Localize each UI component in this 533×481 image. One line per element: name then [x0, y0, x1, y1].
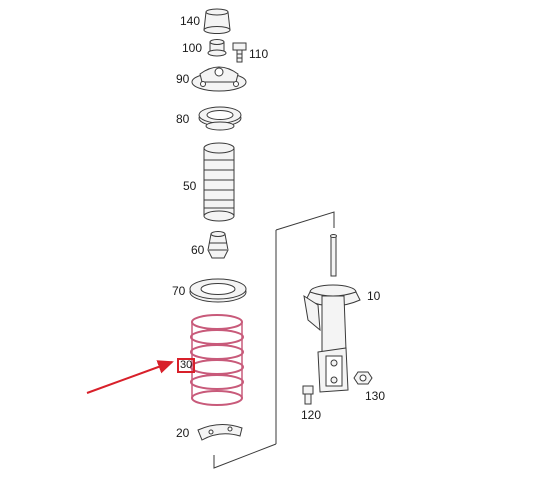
assembly-bracket [213, 211, 335, 469]
part-30-coil-spring [190, 314, 244, 406]
part-120-bolt [302, 385, 314, 405]
highlight-arrow [86, 360, 174, 394]
label-part-100: 100 [182, 41, 203, 55]
part-90-strut-mount [191, 66, 247, 92]
label-part-20: 20 [176, 426, 190, 440]
label-part-50: 50 [183, 179, 197, 193]
label-part-90: 90 [176, 72, 190, 86]
label-part-10: 10 [367, 289, 381, 303]
label-part-140: 140 [180, 14, 201, 28]
part-70-spring-seat [189, 278, 247, 303]
label-part-30-highlighted: 30 [177, 358, 196, 373]
part-20-spring-pad [197, 424, 243, 441]
label-part-120: 120 [301, 408, 322, 422]
part-110-bolt [232, 42, 247, 63]
part-100-nut [207, 39, 227, 57]
label-part-110: 110 [249, 47, 269, 61]
part-130-nut [353, 371, 373, 385]
label-part-70: 70 [172, 284, 186, 298]
part-60-bump-stop [207, 231, 229, 259]
label-part-60: 60 [191, 243, 205, 257]
part-80-bearing [198, 106, 242, 131]
part-50-dust-boot [203, 142, 235, 222]
part-140-bump-cap [203, 8, 231, 34]
part-10-shock-absorber [303, 234, 361, 393]
label-part-130: 130 [365, 389, 386, 403]
label-part-80: 80 [176, 112, 190, 126]
